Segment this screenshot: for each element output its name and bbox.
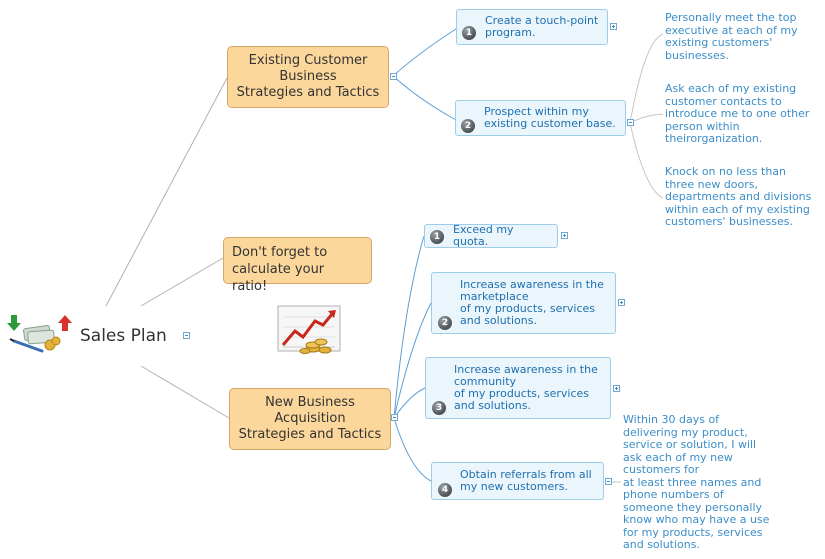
branch-label: Existing Customer Business Strategies an… xyxy=(236,53,380,100)
subtopic-awareness-community[interactable]: 3 Increase awareness in the community of… xyxy=(425,357,611,419)
subtopic-label: Increase awareness in the community of m… xyxy=(454,363,598,412)
subtopic-label: Obtain referrals from all my new custome… xyxy=(460,468,592,493)
branch-label: New Business Acquisition Strategies and … xyxy=(238,395,382,442)
sales-arrows-cash-icon xyxy=(6,311,74,357)
number-badge-icon: 1 xyxy=(430,230,444,244)
number-badge-icon: 2 xyxy=(461,119,475,133)
subtopic-obtain-referrals[interactable]: 4 Obtain referrals from all my new custo… xyxy=(431,462,604,500)
subtopic-touch-point-expand-toggle[interactable] xyxy=(610,23,617,30)
subtopic-label: Increase awareness in the marketplace of… xyxy=(460,278,604,327)
leaf-referral-process[interactable]: Within 30 days of delivering my product,… xyxy=(623,413,770,551)
subtopic-community-expand-toggle[interactable] xyxy=(613,385,620,392)
branch-existing-collapse-toggle[interactable] xyxy=(390,73,397,80)
growth-chart-coins-icon xyxy=(277,305,343,355)
subtopic-label: Prospect within my existing customer bas… xyxy=(484,105,616,130)
number-badge-icon: 1 xyxy=(462,26,476,40)
leaf-ask-introduce[interactable]: Ask each of my existing customer contact… xyxy=(665,82,810,145)
leaf-knock-doors[interactable]: Knock on no less than three new doors, d… xyxy=(665,165,812,228)
subtopic-touch-point[interactable]: 1 Create a touch-point program. xyxy=(456,9,608,45)
number-badge-icon: 4 xyxy=(438,483,452,497)
branch-existing-customer[interactable]: Existing Customer Business Strategies an… xyxy=(227,46,389,108)
subtopic-awareness-marketplace[interactable]: 2 Increase awareness in the marketplace … xyxy=(431,272,616,334)
subtopic-marketplace-expand-toggle[interactable] xyxy=(618,299,625,306)
branch-new-business[interactable]: New Business Acquisition Strategies and … xyxy=(229,388,391,450)
central-collapse-toggle[interactable] xyxy=(183,332,190,339)
subtopic-prospect-collapse-toggle[interactable] xyxy=(627,119,634,126)
number-badge-icon: 3 xyxy=(432,401,446,415)
subtopic-label: Create a touch-point program. xyxy=(485,14,599,39)
subtopic-referrals-collapse-toggle[interactable] xyxy=(605,478,612,485)
central-topic[interactable]: Sales Plan xyxy=(80,326,167,346)
note-label: Don't forget to calculate your ratio! xyxy=(232,245,328,294)
subtopic-label: Exceed my quota. xyxy=(453,223,514,248)
subtopic-exceed-quota[interactable]: 1 Exceed my quota. xyxy=(424,224,558,248)
branch-new-business-collapse-toggle[interactable] xyxy=(391,414,398,421)
ratio-reminder-note[interactable]: Don't forget to calculate your ratio! xyxy=(223,237,372,294)
number-badge-icon: 2 xyxy=(438,316,452,330)
subtopic-exceed-quota-expand-toggle[interactable] xyxy=(561,232,568,239)
subtopic-prospect-existing[interactable]: 2 Prospect within my existing customer b… xyxy=(455,100,626,136)
leaf-meet-executive[interactable]: Personally meet the top executive at eac… xyxy=(665,11,798,62)
